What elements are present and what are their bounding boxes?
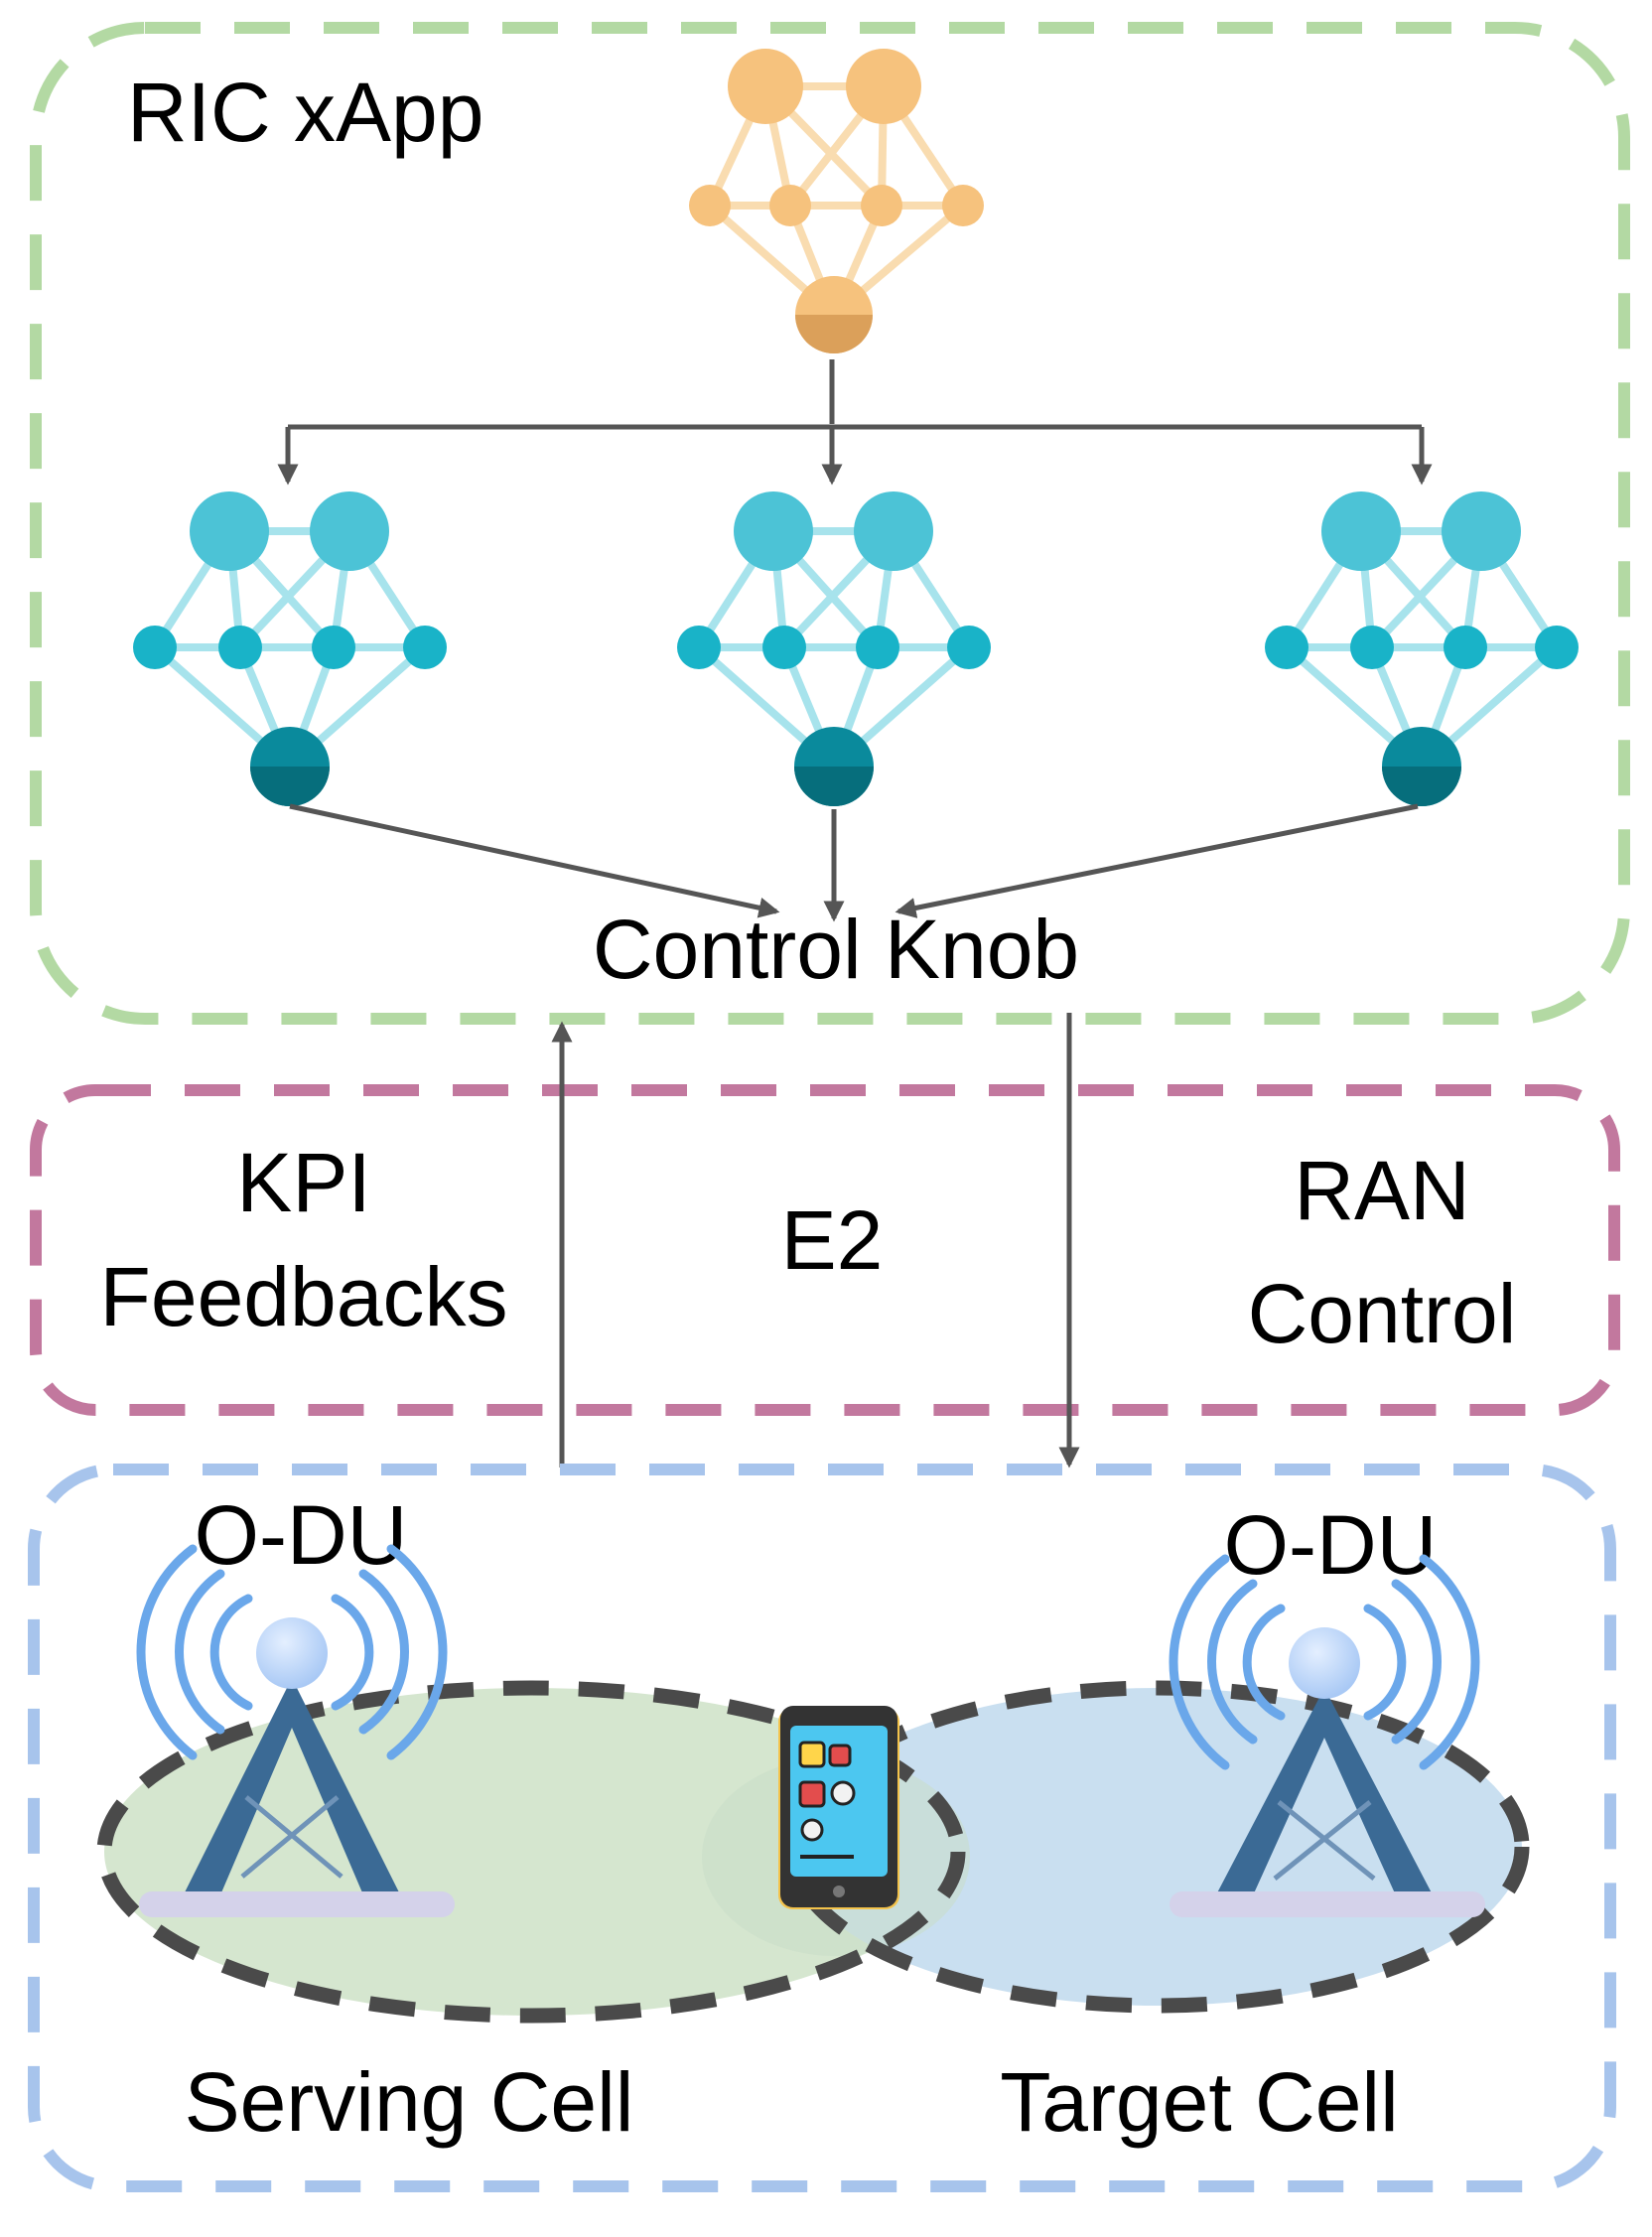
ric-xapp-title: RIC xApp — [127, 66, 483, 159]
ran-label-line1: RAN — [1294, 1144, 1469, 1237]
subnets-to-knob-arrows — [289, 803, 1419, 922]
kpi-label-line1: KPI — [236, 1136, 370, 1229]
serving-cell-boundary — [96, 1680, 966, 2024]
sub-network-3-icon — [1265, 491, 1579, 806]
meta-network-icon — [689, 49, 984, 353]
ran-label-line2: Control — [1248, 1267, 1517, 1360]
cell-tower-left-icon — [136, 1544, 455, 1917]
ran-box — [28, 1464, 1616, 2192]
e2-interface-box — [30, 1084, 1620, 1416]
sub-network-1-icon — [133, 491, 447, 806]
ric-xapp-box — [30, 22, 1630, 1025]
e2-label: E2 — [781, 1193, 884, 1287]
meta-to-subnets-arrows — [277, 359, 1433, 486]
control-knob-label: Control Knob — [593, 903, 1079, 996]
odu-right-label: O-DU — [1224, 1498, 1438, 1592]
serving-cell-label: Serving Cell — [185, 2055, 634, 2149]
odu-left-label: O-DU — [195, 1488, 408, 1582]
target-cell-label: Target Cell — [1000, 2055, 1399, 2149]
cell-tower-right-icon — [1169, 1554, 1485, 1917]
smartphone-icon — [778, 1706, 899, 1909]
kpi-label-line2: Feedbacks — [100, 1250, 508, 1343]
sub-network-2-icon — [677, 491, 991, 806]
